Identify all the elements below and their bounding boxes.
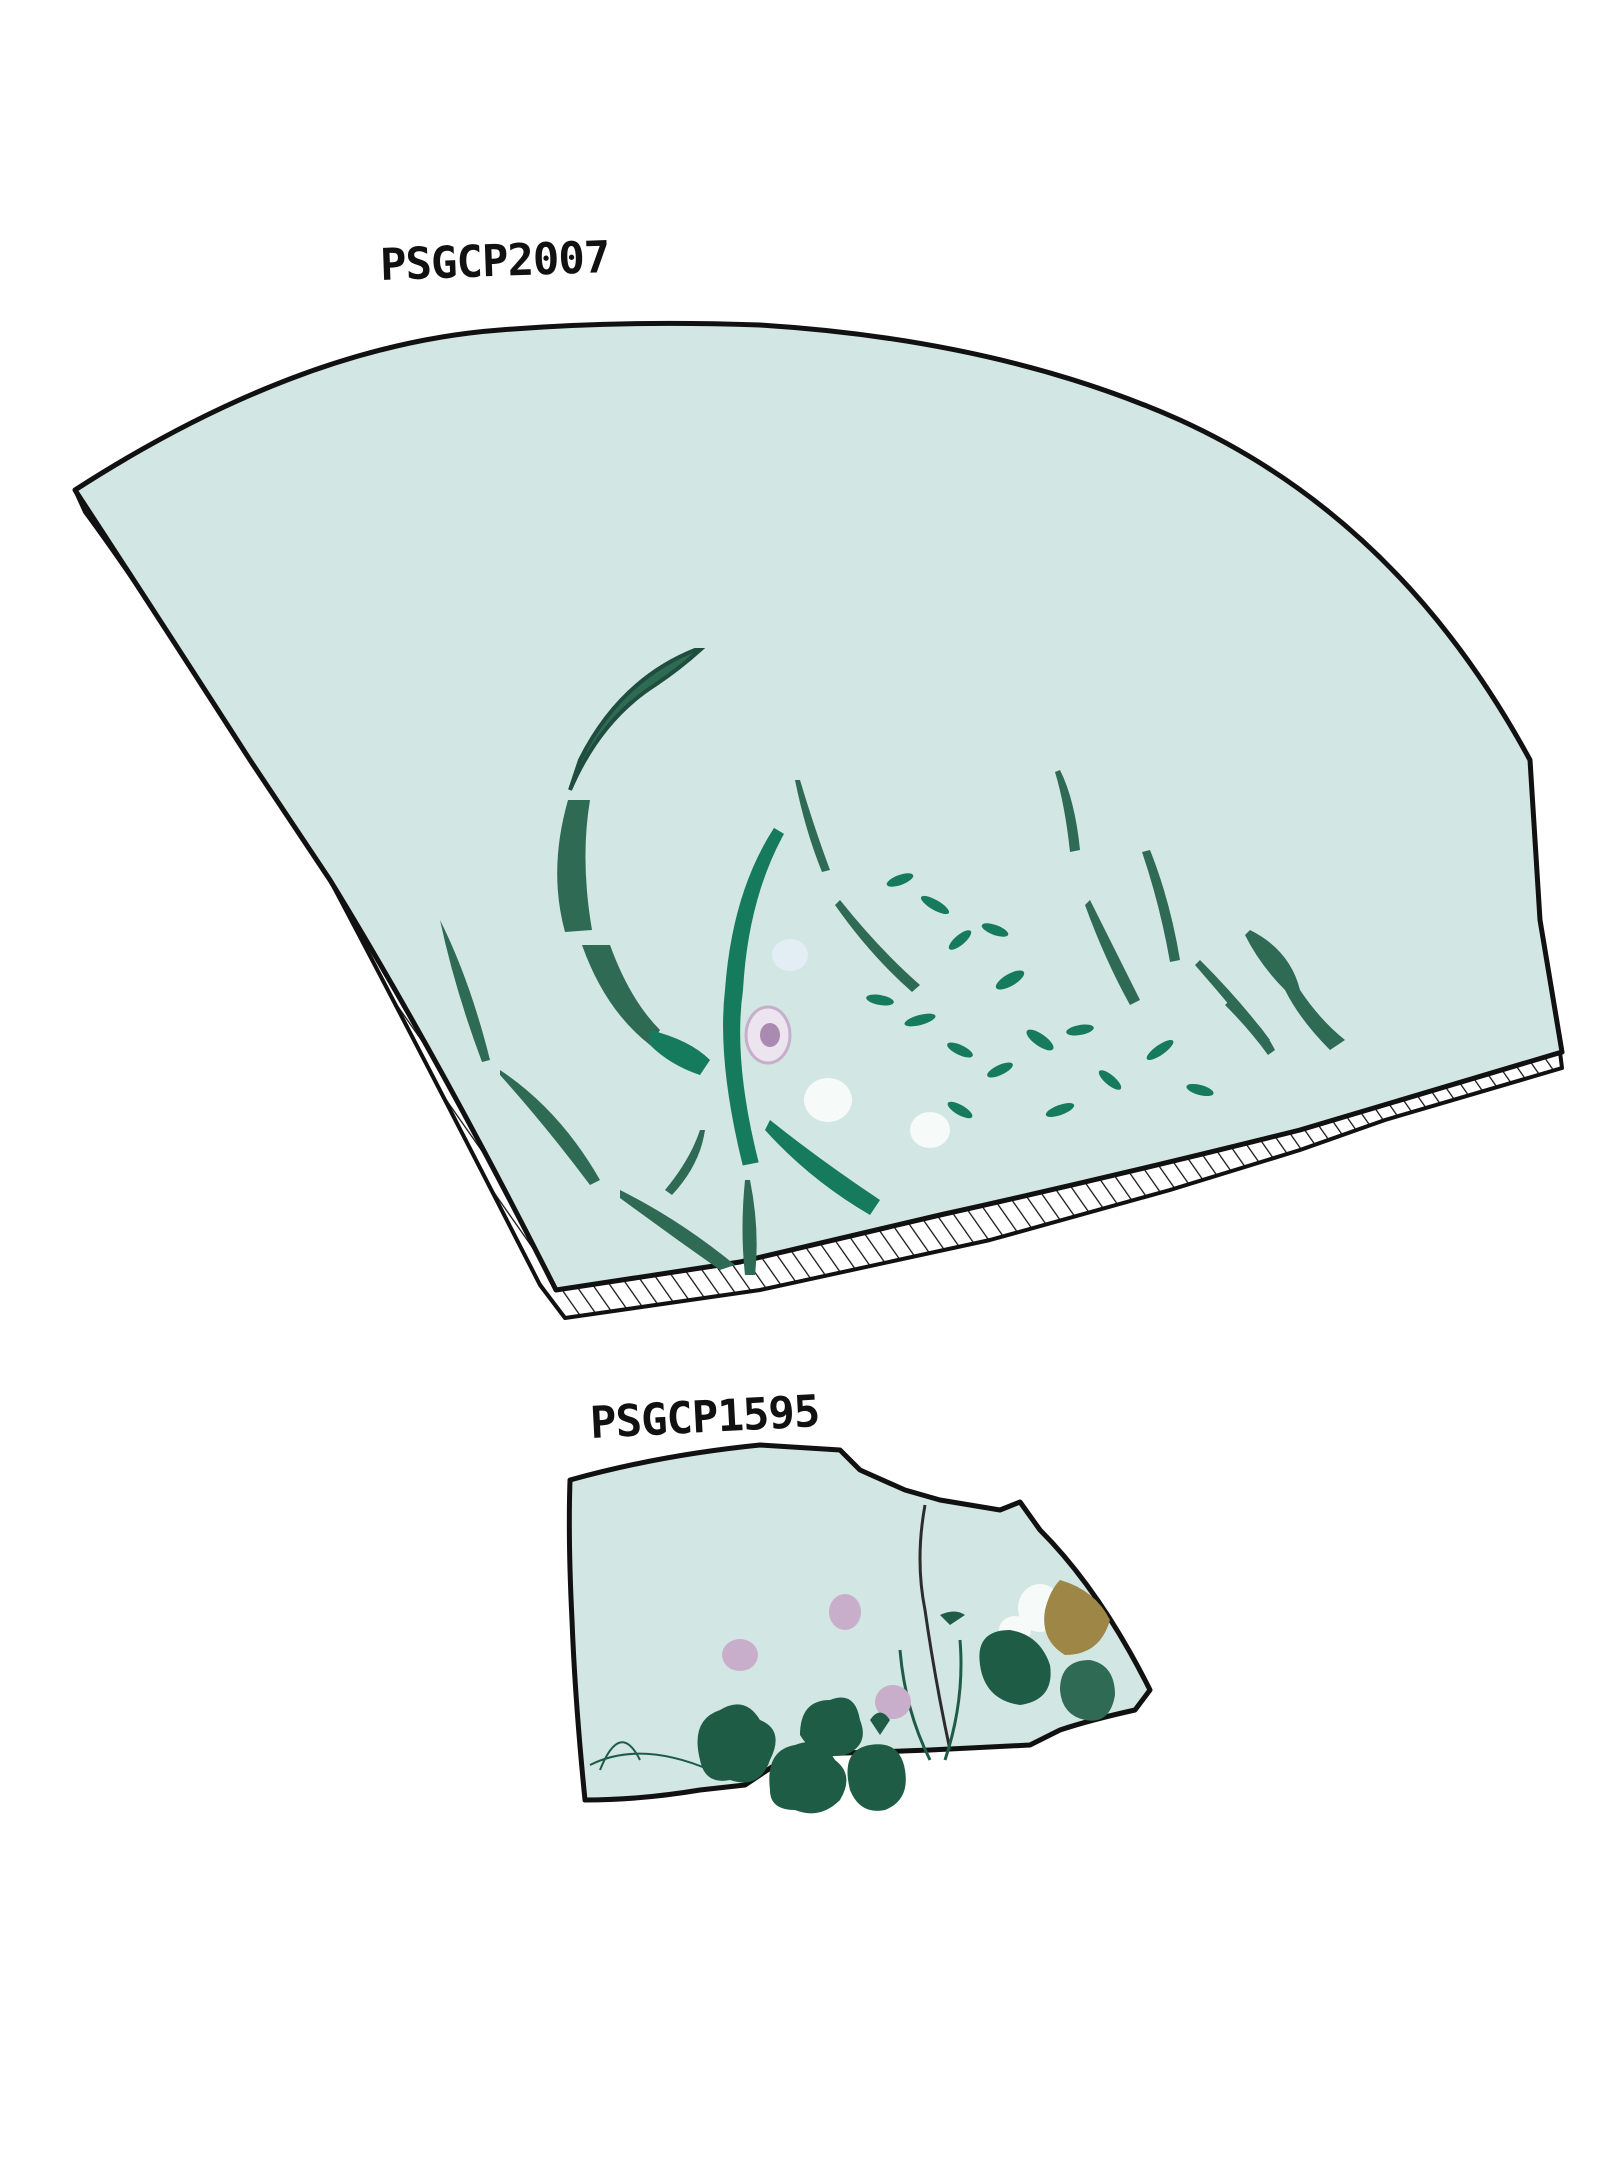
sherd2-stem-3 bbox=[589, 1752, 711, 1771]
curved-stalk-segment-1 bbox=[557, 800, 592, 932]
flower-white-1 bbox=[804, 1078, 852, 1122]
sherd2-ivy-leaf-2 bbox=[769, 1742, 847, 1814]
flower-lilac-center bbox=[760, 1023, 780, 1047]
emerald-leaf-large bbox=[765, 1120, 880, 1215]
sherd2-decoration bbox=[589, 1580, 1115, 1814]
sherd2-crack-line bbox=[918, 1504, 952, 1751]
sherd-psgcp1595 bbox=[566, 1442, 1153, 1814]
flower-faint bbox=[772, 939, 808, 971]
frond-cluster-right bbox=[1245, 930, 1345, 1050]
curved-stalk-tail bbox=[650, 1030, 710, 1075]
painted-decoration-plants bbox=[440, 648, 1345, 1275]
sherd-psgcp2007 bbox=[72, 320, 1565, 1320]
sherd2-stem-4 bbox=[599, 1741, 641, 1771]
flower-white-2 bbox=[910, 1112, 950, 1148]
sherd2-body-glaze bbox=[566, 1442, 1153, 1803]
frond-1 bbox=[795, 780, 830, 872]
sherd2-ivy-leaf-7 bbox=[870, 1712, 890, 1735]
sherd-body-glaze bbox=[72, 320, 1565, 1293]
leaf-small-1 bbox=[665, 1130, 705, 1195]
sherd2-lilac-flower-2 bbox=[829, 1594, 861, 1630]
leaf-left-low bbox=[500, 1070, 600, 1185]
frond-2 bbox=[835, 900, 920, 992]
sherd2-ivy-leaf-5 bbox=[979, 1630, 1051, 1705]
sherd2-ivy-leaf-1 bbox=[697, 1704, 776, 1783]
sherd2-small-bud bbox=[940, 1611, 965, 1625]
sherd2-ivy-leaf-6 bbox=[1060, 1660, 1115, 1721]
sherd2-ochre-leaf bbox=[1044, 1580, 1110, 1655]
leaf-small-2 bbox=[742, 1180, 757, 1275]
frond-5 bbox=[1142, 850, 1180, 962]
leaf-left-long bbox=[440, 920, 490, 1062]
frond-tip-right bbox=[1225, 1000, 1275, 1055]
sherd2-stem-1 bbox=[898, 1649, 932, 1761]
sherd2-ivy-leaf-4 bbox=[847, 1744, 906, 1811]
leaf-bottom-diag bbox=[620, 1190, 735, 1270]
frond-4 bbox=[1085, 900, 1140, 1005]
scattered-leaflets bbox=[866, 873, 1214, 1119]
central-stem bbox=[723, 827, 784, 1166]
frond-3 bbox=[1055, 770, 1080, 852]
curved-stalk-upper bbox=[568, 648, 706, 791]
sherd2-ivy-leaf-3 bbox=[800, 1697, 863, 1756]
curved-stalk-segment-2 bbox=[582, 945, 660, 1045]
sherd2-stem-2 bbox=[943, 1639, 963, 1761]
sherd2-lilac-flower-1 bbox=[722, 1639, 758, 1671]
sherd2-lilac-flower-3 bbox=[875, 1685, 911, 1719]
